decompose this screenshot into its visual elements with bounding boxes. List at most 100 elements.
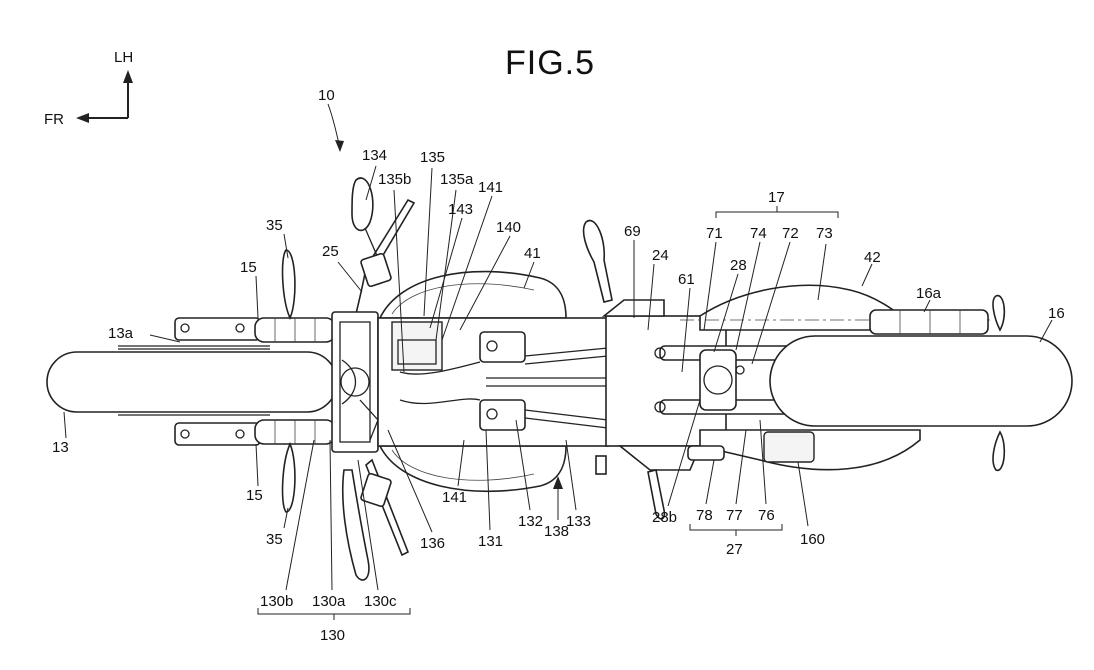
leader-15-bot bbox=[255, 443, 259, 487]
leader-41 bbox=[523, 261, 535, 289]
leader-16 bbox=[1039, 319, 1053, 343]
leader-135a bbox=[435, 189, 457, 341]
shock-spring bbox=[703, 365, 733, 395]
leader-131 bbox=[485, 429, 491, 531]
caliper-bolt bbox=[180, 323, 190, 333]
label-28b: 28b bbox=[652, 509, 677, 526]
lower-footrest-lever bbox=[647, 469, 666, 520]
cable-guide bbox=[341, 359, 357, 405]
upper-mirror-stem bbox=[364, 227, 379, 259]
leader-16a bbox=[923, 299, 931, 313]
muffler-end bbox=[763, 431, 815, 463]
leader-35-top bbox=[283, 233, 289, 259]
label-135b: 135b bbox=[378, 171, 411, 188]
bracket-17 bbox=[715, 211, 839, 218]
caliper-bolt bbox=[235, 323, 245, 333]
clutch-lever bbox=[341, 469, 370, 581]
label-130b: 130b bbox=[260, 593, 293, 610]
label-13a: 13a bbox=[108, 325, 134, 342]
bracket-27 bbox=[689, 524, 783, 531]
label-135: 135 bbox=[420, 149, 445, 166]
leader-71 bbox=[703, 241, 717, 331]
throttle-body-lower bbox=[479, 399, 526, 431]
leader-133 bbox=[565, 439, 577, 511]
rear-turn-signals bbox=[992, 294, 1006, 471]
direction-lh-label: LH bbox=[114, 49, 133, 66]
leader-141-bot bbox=[457, 439, 465, 487]
label-69: 69 bbox=[624, 223, 641, 240]
leader-lines bbox=[63, 103, 1053, 620]
link-pivot bbox=[735, 365, 745, 375]
front-fork-upper bbox=[174, 317, 336, 343]
leader-72 bbox=[751, 241, 791, 365]
rear-tire bbox=[769, 335, 1073, 427]
leader-73 bbox=[817, 243, 827, 301]
label-143: 143 bbox=[448, 201, 473, 218]
label-61: 61 bbox=[678, 271, 695, 288]
upper-footrest-lever bbox=[582, 219, 613, 303]
leader-35-bot bbox=[283, 507, 289, 529]
label-133: 133 bbox=[566, 513, 591, 530]
label-25: 25 bbox=[322, 243, 339, 260]
label-140: 140 bbox=[496, 219, 521, 236]
front-wheel bbox=[46, 345, 338, 416]
leader-160 bbox=[797, 461, 809, 527]
label-76: 76 bbox=[758, 507, 775, 524]
reference-labels: 10 134 135 135b 135a 141 143 140 41 35 2… bbox=[52, 87, 1065, 644]
label-134: 134 bbox=[362, 147, 387, 164]
leader-15-top bbox=[255, 275, 259, 319]
main-frame bbox=[377, 317, 609, 447]
throttle-bolt bbox=[486, 408, 498, 420]
frame-tube-lower bbox=[524, 409, 609, 421]
direction-fr-label: FR bbox=[44, 111, 64, 128]
label-78: 78 bbox=[696, 507, 713, 524]
leader-61 bbox=[681, 287, 691, 373]
leader-132 bbox=[515, 419, 531, 511]
leader-78 bbox=[705, 459, 715, 505]
hose-b bbox=[399, 361, 481, 375]
lower-switch-box bbox=[360, 472, 392, 508]
lower-turn-signal bbox=[281, 442, 296, 513]
figure-title: FIG.5 bbox=[505, 44, 595, 82]
label-16a: 16a bbox=[916, 285, 942, 302]
fuel-tank bbox=[378, 270, 567, 492]
leader-143 bbox=[429, 217, 463, 329]
frame-tube-upper bbox=[524, 347, 609, 357]
label-15-bot: 15 bbox=[246, 487, 263, 504]
air-cleaner-box bbox=[391, 321, 443, 371]
label-130a: 130a bbox=[312, 593, 346, 610]
label-160: 160 bbox=[800, 531, 825, 548]
label-130c: 130c bbox=[364, 593, 397, 610]
throttle-body-upper bbox=[479, 331, 526, 363]
label-28: 28 bbox=[730, 257, 747, 274]
caliper-bolt bbox=[180, 429, 190, 439]
label-27: 27 bbox=[726, 541, 743, 558]
label-71: 71 bbox=[706, 225, 723, 242]
leader-13a bbox=[149, 334, 181, 343]
label-73: 73 bbox=[816, 225, 833, 242]
front-fork-lower bbox=[174, 419, 336, 446]
steering-stem bbox=[340, 367, 370, 397]
tank-lower-half bbox=[378, 445, 567, 492]
side-stand bbox=[595, 455, 607, 475]
front-turn-signals bbox=[281, 249, 296, 513]
label-141-top: 141 bbox=[478, 179, 503, 196]
label-138: 138 bbox=[544, 523, 569, 540]
label-35-top: 35 bbox=[266, 217, 283, 234]
pivot-bolt bbox=[654, 401, 666, 413]
label-132: 132 bbox=[518, 513, 543, 530]
direction-indicator: LH FR bbox=[44, 49, 133, 128]
rear-lower-turn-signal bbox=[992, 430, 1006, 471]
swing-arm bbox=[654, 345, 815, 463]
leader-130c bbox=[357, 459, 379, 591]
leader-13 bbox=[63, 411, 67, 439]
upper-turn-signal bbox=[281, 249, 296, 320]
handlebar-grip-upper bbox=[370, 198, 416, 264]
label-10: 10 bbox=[318, 87, 335, 104]
label-15-top: 15 bbox=[240, 259, 257, 276]
tank-upper-half bbox=[378, 270, 567, 319]
lower-caliper bbox=[174, 422, 261, 446]
label-41: 41 bbox=[524, 245, 541, 262]
